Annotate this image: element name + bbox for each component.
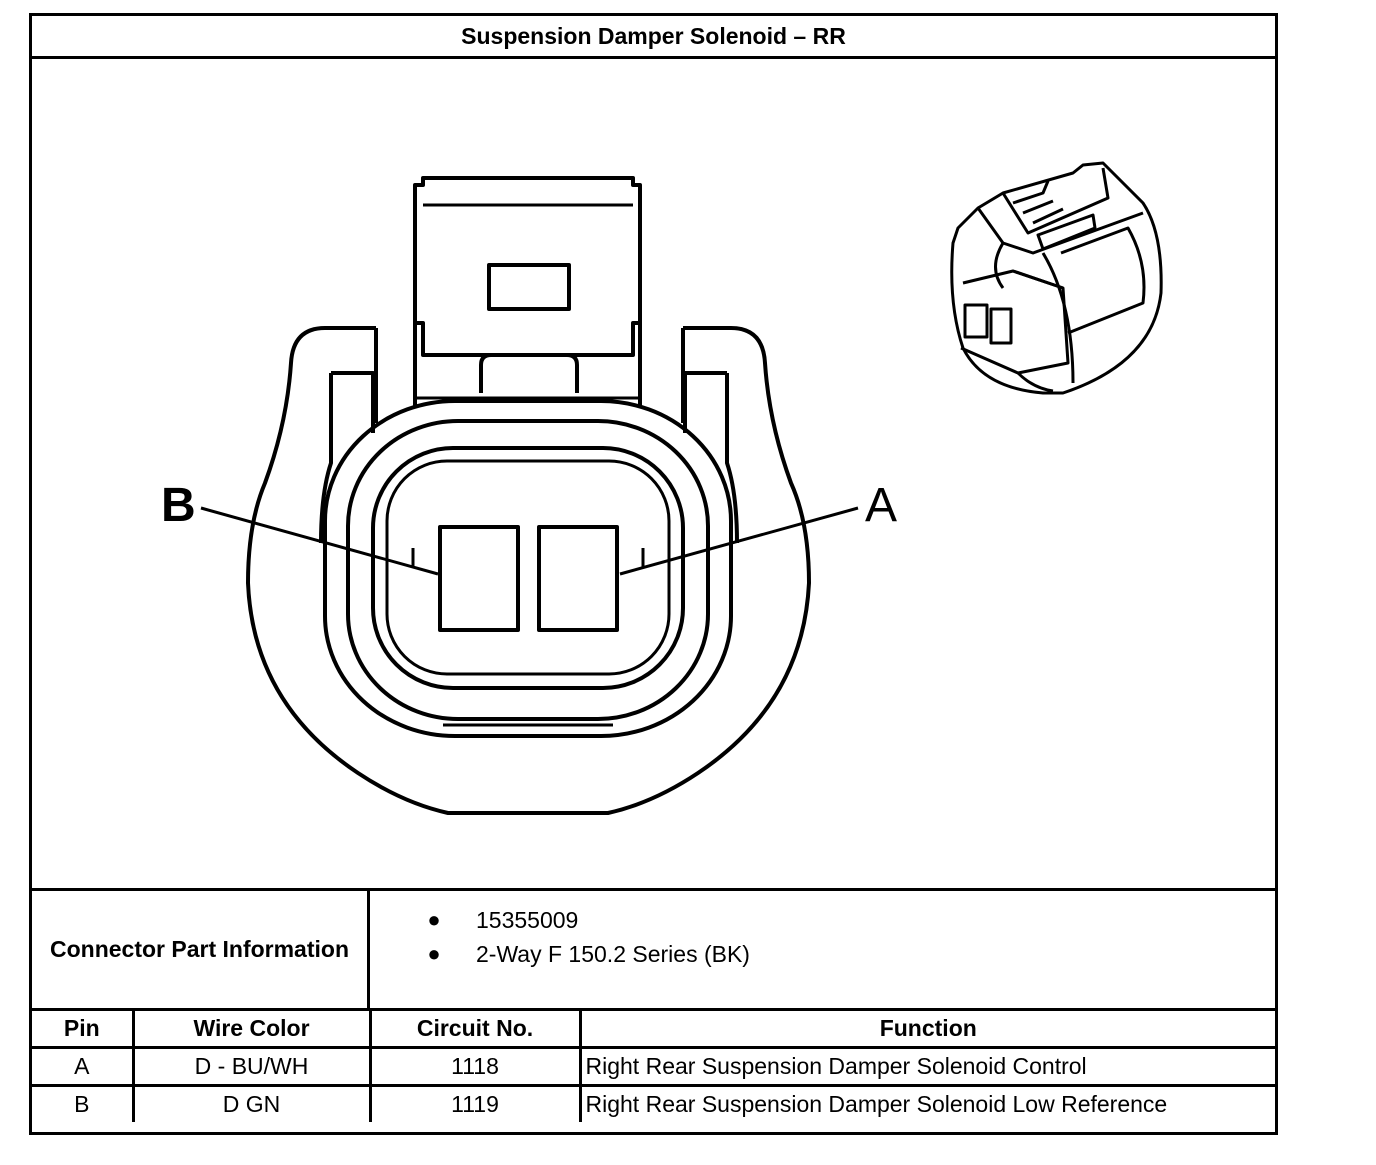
pin-label-b: B: [161, 479, 196, 532]
part-info-list: ● 15355009 ● 2-Way F 150.2 Series (BK): [424, 903, 750, 971]
connector-diagram: B A: [32, 59, 1275, 891]
table-row: A D - BU/WH 1118 Right Rear Suspension D…: [32, 1046, 1275, 1087]
connector-series: 2-Way F 150.2 Series (BK): [476, 941, 750, 967]
bullet-icon: ●: [427, 907, 441, 932]
header-function: Function: [578, 1011, 1275, 1049]
latch-window: [487, 263, 571, 311]
part-info-item: ● 15355009: [424, 903, 750, 937]
connector-part-info-label: Connector Part Information: [32, 891, 370, 1008]
left-inner-rail: [319, 371, 375, 544]
outer-housing: [246, 326, 811, 815]
cell-wire-color: D - BU/WH: [131, 1046, 372, 1087]
cell-function: Right Rear Suspension Damper Solenoid Lo…: [578, 1084, 1275, 1122]
pin-table: Pin Wire Color Circuit No. Function A D …: [32, 1011, 1275, 1122]
cell-circuit-no: 1118: [368, 1046, 582, 1087]
table-header-row: Pin Wire Color Circuit No. Function: [32, 1011, 1275, 1049]
cell-circuit-no: 1119: [368, 1084, 582, 1122]
connector-sheet: Suspension Damper Solenoid – RR: [29, 13, 1278, 1135]
connector-part-info: Connector Part Information ● 15355009 ● 2-…: [32, 891, 1275, 1011]
cell-pin: A: [32, 1046, 135, 1087]
page-title: Suspension Damper Solenoid – RR: [32, 16, 1275, 59]
part-info-item: ● 2-Way F 150.2 Series (BK): [424, 937, 750, 971]
part-number: 15355009: [476, 907, 579, 933]
terminal-pocket: [385, 459, 671, 676]
header-wire-color: Wire Color: [131, 1011, 372, 1049]
bullet-icon: ●: [427, 941, 441, 966]
latch-outline: [413, 176, 642, 323]
latch-tab: [479, 353, 579, 393]
pin-label-a: A: [865, 479, 897, 532]
seal-ring-outer: [323, 399, 733, 738]
cavity-b: [438, 525, 520, 632]
cell-wire-color: D GN: [131, 1084, 372, 1122]
right-inner-rail: [683, 371, 739, 544]
leader-line-a: [619, 506, 859, 576]
header-pin: Pin: [32, 1011, 135, 1049]
header-circuit-no: Circuit No.: [368, 1011, 582, 1049]
seal-ring-middle: [346, 419, 710, 721]
cell-pin: B: [32, 1084, 135, 1122]
latch-shoulders: [415, 321, 640, 357]
seal-ring-inner: [371, 446, 685, 690]
connector-face-drawing: B A: [161, 161, 1163, 815]
connector-iso-view: [950, 161, 1163, 395]
table-row: B D GN 1119 Right Rear Suspension Damper…: [32, 1084, 1275, 1122]
cell-function: Right Rear Suspension Damper Solenoid Co…: [578, 1046, 1275, 1087]
leader-line-b: [200, 506, 439, 576]
cavity-a: [537, 525, 619, 632]
